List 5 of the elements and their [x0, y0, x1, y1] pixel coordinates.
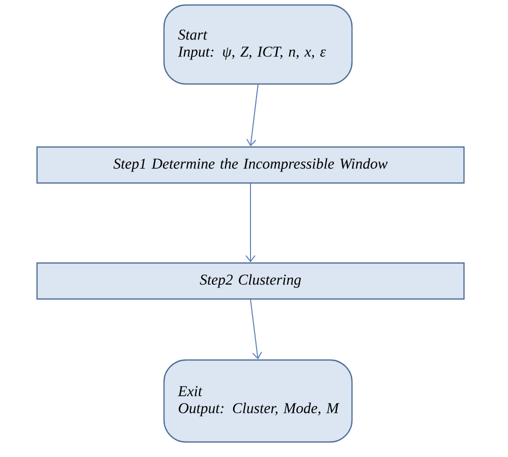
arrow [246, 84, 258, 146]
arrow [246, 183, 256, 262]
arrow [250, 299, 262, 360]
process-box: Step2 Clustering [36, 262, 465, 300]
process-box: Step1 Determine the Incompressible Window [36, 146, 465, 184]
